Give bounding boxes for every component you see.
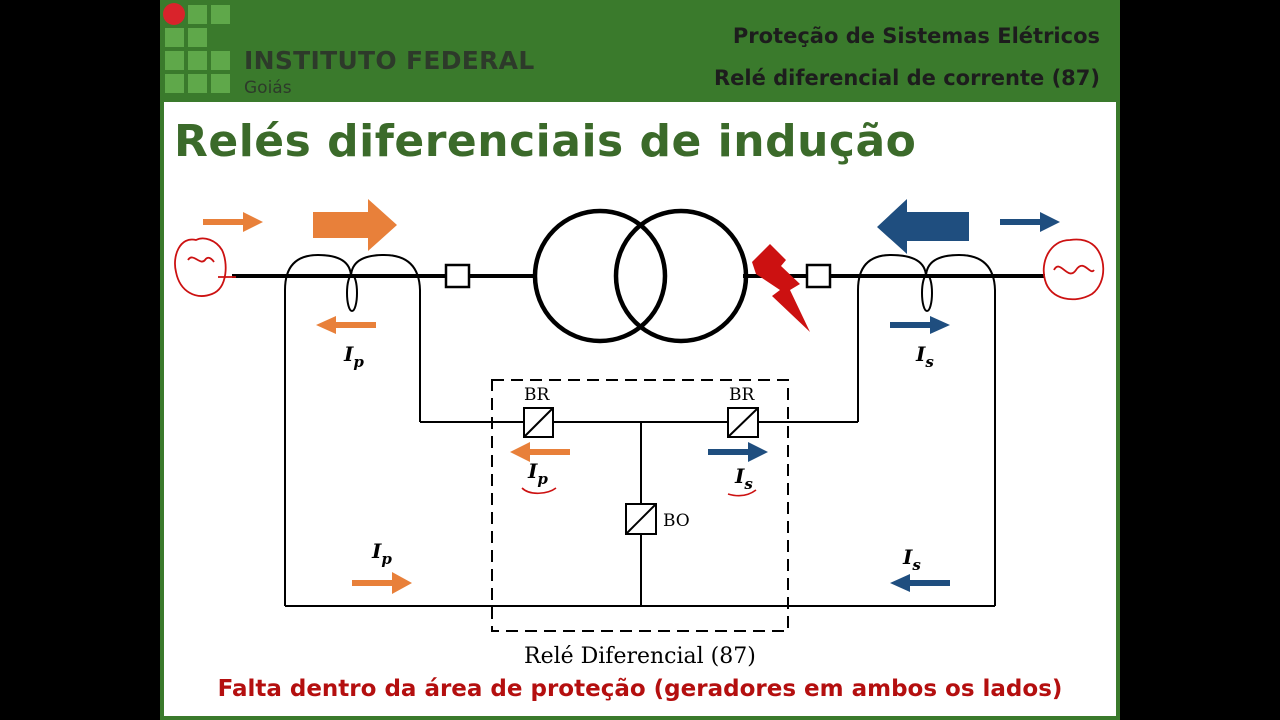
restraint-coil-left-label: BR — [524, 385, 550, 405]
slide-content-area — [164, 102, 1116, 716]
restraint-coil-left — [523, 407, 554, 438]
primary-flow-arrow-top — [203, 212, 263, 232]
logo-square — [165, 74, 184, 93]
logo-red-dot — [163, 3, 185, 25]
annotation-underline-is — [727, 489, 757, 497]
relay-boundary — [491, 379, 789, 632]
logo-square — [188, 5, 207, 24]
restraint-coil-right — [727, 407, 759, 438]
ip-arrow-bottom — [352, 572, 412, 594]
ip-label-relay: Ip — [527, 459, 548, 488]
logo-square — [188, 28, 207, 47]
logo-square — [211, 5, 230, 24]
secondary-power-arrow — [877, 199, 969, 254]
is-arrow-bottom — [890, 574, 950, 592]
generator-left-sketch — [174, 237, 236, 297]
institution-name: INSTITUTO FEDERAL — [244, 46, 535, 75]
logo-square — [211, 74, 230, 93]
logo-square — [165, 28, 184, 47]
circuit-breaker-left — [444, 263, 471, 289]
slide-caption: Falta dentro da área de proteção (gerado… — [217, 676, 1063, 702]
ip-arrow-relay — [510, 442, 570, 462]
slide-header: INSTITUTO FEDERAL Goiás Proteção de Sist… — [160, 0, 1120, 102]
current-transformer-left — [284, 253, 421, 606]
slide-title: Relés diferenciais de indução — [174, 116, 917, 167]
is-label-relay: Is — [734, 464, 753, 493]
restraint-coil-right-label: BR — [729, 385, 755, 405]
operating-coil — [625, 503, 657, 535]
ip-label-bottom: Ip — [371, 539, 392, 568]
ip-arrow-ct — [316, 316, 376, 334]
is-arrow-ct — [890, 316, 950, 334]
slide-frame: INSTITUTO FEDERAL Goiás Proteção de Sist… — [160, 0, 1120, 720]
fault-lightning-icon — [752, 244, 810, 332]
relay-label: Relé Diferencial (87) — [524, 644, 756, 669]
logo-square — [188, 74, 207, 93]
circuit-breaker-right — [805, 263, 832, 289]
annotation-underline-ip — [521, 487, 557, 495]
course-title: Proteção de Sistemas Elétricos — [732, 24, 1100, 48]
logo-square — [165, 51, 184, 70]
generator-right-sketch — [1042, 238, 1105, 301]
secondary-flow-arrow-top — [1000, 212, 1060, 232]
logo-square — [188, 51, 207, 70]
current-transformer-right — [857, 253, 996, 606]
institution-campus: Goiás — [244, 78, 292, 98]
primary-power-arrow — [313, 199, 397, 251]
is-label-ct: Is — [915, 342, 934, 371]
relay-wiring — [285, 421, 995, 607]
topic-title: Relé diferencial de corrente (87) — [713, 66, 1100, 90]
power-transformer — [532, 208, 749, 344]
operating-coil-label: BO — [663, 511, 690, 531]
logo-square — [211, 51, 230, 70]
is-label-bottom: Is — [902, 545, 921, 574]
ip-label-ct: Ip — [343, 342, 364, 371]
is-arrow-relay — [708, 442, 768, 462]
